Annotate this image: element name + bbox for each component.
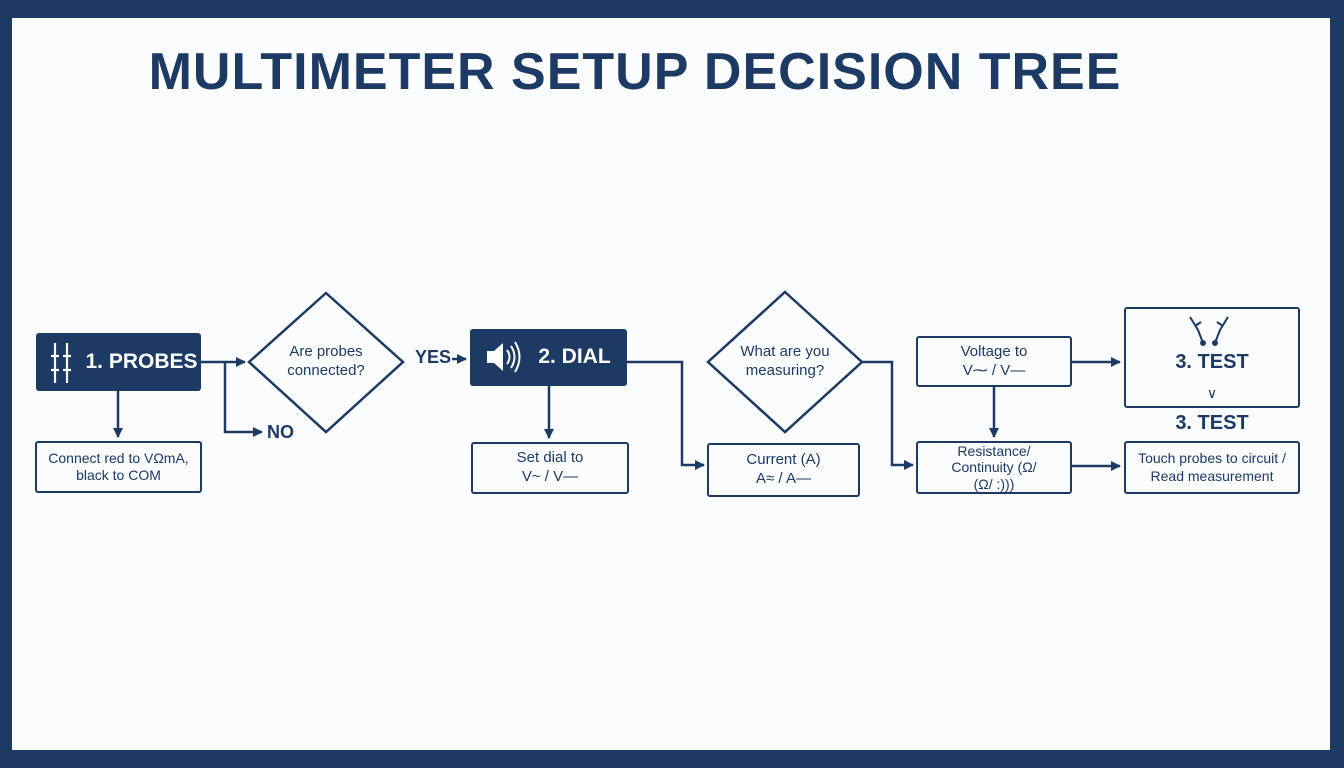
measure-question-diamond [706, 290, 864, 434]
voltage-line2: V⁓ / V— [962, 361, 1026, 379]
probes-node-label: 1. PROBES [85, 349, 198, 373]
yes-edge-label: YES [415, 347, 452, 367]
probes-connect-text: Connect red to VΩmA, black to COM [36, 442, 201, 492]
probe-plugs-icon [51, 343, 71, 383]
dial-set-line1: Set dial to [516, 449, 584, 467]
probes-connect-line1: Connect red to VΩmA, [48, 449, 189, 466]
resistance-box [916, 441, 1072, 494]
current-text: Current (A) A≈ / A— [708, 444, 859, 496]
dial-set-text: Set dial to V~ / V— [472, 443, 628, 493]
dial-set-box [471, 442, 629, 494]
probes-connect-box [35, 441, 202, 493]
speaker-icon [487, 341, 521, 373]
resistance-line3: (Ω/ :))) [973, 475, 1015, 492]
no-edge-label: NO [267, 422, 294, 442]
current-box [707, 443, 860, 497]
touch-text: Touch probes to circuit / Read measureme… [1125, 442, 1299, 493]
edge-dial-to-current [627, 360, 705, 470]
page-title: MULTIMETER SETUP DECISION TREE [148, 43, 1122, 101]
dial-set-line2: V~ / V— [521, 468, 579, 485]
resistance-text: Resistance/ Continuity (Ω/ (Ω/ :))) [917, 442, 1071, 493]
voltage-line1: Voltage to [960, 342, 1028, 360]
probes-connect-line2: black to COM [76, 467, 161, 483]
probes-question-diamond [247, 291, 405, 434]
resistance-line2: Continuity (Ω/ [951, 459, 1037, 476]
touch-line2: Read measurement [1150, 467, 1274, 484]
test-heading-label: 3. TEST [1175, 411, 1249, 434]
resistance-line1: Resistance/ [957, 443, 1031, 460]
probes-question-label: Are probes connected? [287, 343, 365, 379]
edge-no [223, 362, 263, 437]
test-node-box [1124, 307, 1300, 408]
dial-node-label: 2. DIAL [538, 345, 611, 369]
chevron-down-icon: ∨ [1206, 385, 1218, 402]
edge-measure-to-resistance [862, 360, 914, 470]
current-line2: A≈ / A— [756, 470, 811, 487]
voltage-text: Voltage to V⁓ / V— [917, 337, 1071, 386]
test-probes-icon [1189, 316, 1229, 346]
current-line1: Current (A) [746, 451, 821, 469]
touch-box [1124, 441, 1300, 494]
touch-line1: Touch probes to circuit / [1138, 450, 1286, 466]
probes-node-box [36, 333, 201, 391]
test-node-label: 3. TEST [1175, 350, 1249, 373]
diagram-frame [12, 18, 1330, 750]
dial-node-box [470, 329, 627, 386]
measure-question-label: What are you measuring? [740, 343, 830, 379]
